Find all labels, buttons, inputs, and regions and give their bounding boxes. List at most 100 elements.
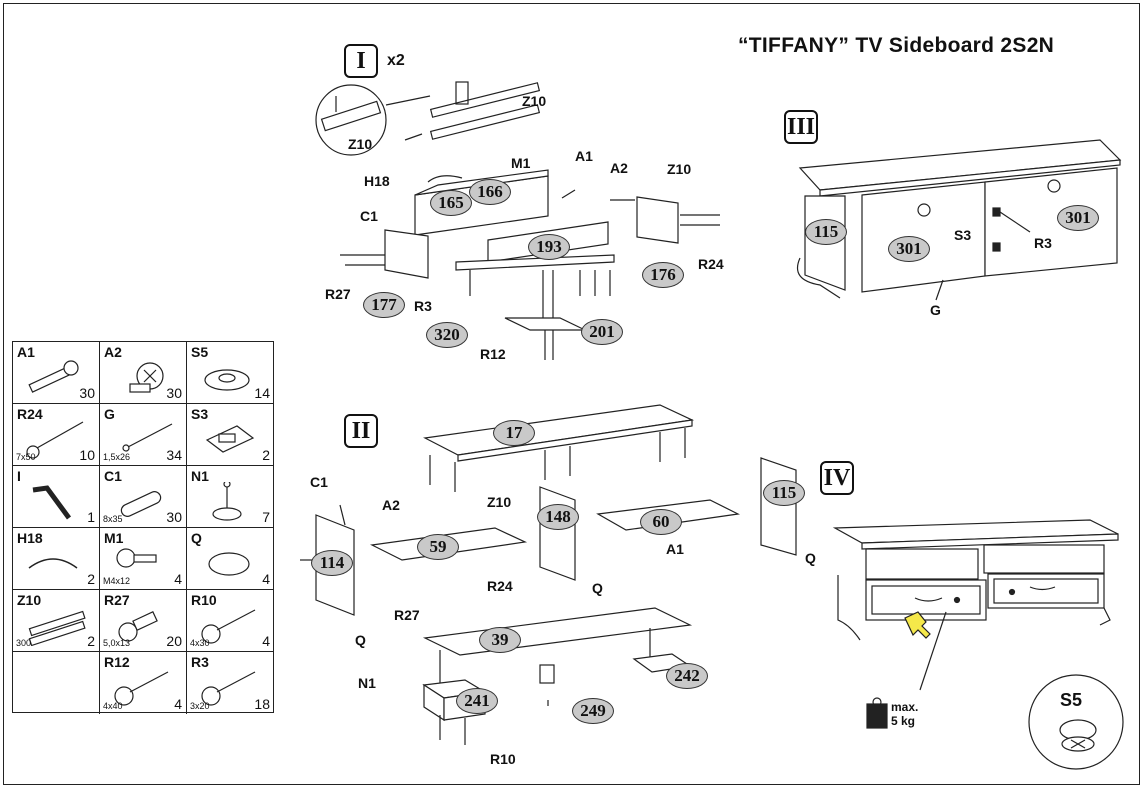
part-number: 114 (311, 550, 353, 576)
label-r24: R24 (487, 578, 513, 594)
detail-label-s5: S5 (1060, 690, 1083, 710)
step-1-multiplier: x2 (387, 52, 405, 69)
screw-icon (201, 671, 256, 706)
label-r24: R24 (698, 256, 724, 272)
part-code: A1 (17, 344, 35, 360)
part-qty: 4 (174, 571, 182, 587)
part-number: 115 (763, 480, 805, 506)
part-cell-empty (13, 652, 100, 714)
part-code: Z10 (17, 592, 42, 608)
glide-foot-icon (212, 482, 242, 521)
handle-icon (28, 558, 78, 569)
label-r3: R3 (1034, 235, 1052, 251)
part-qty: 4 (174, 696, 182, 712)
drawer-runner-icon (28, 610, 86, 646)
part-size: M4x12 (103, 576, 131, 586)
part-code: A2 (104, 344, 122, 360)
handle-screw-icon (116, 548, 157, 568)
part-code: C1 (104, 468, 122, 484)
bumper-pad-icon (204, 369, 250, 391)
part-code: Q (191, 530, 202, 546)
part-code: M1 (104, 530, 124, 546)
part-number: 165 (430, 190, 472, 216)
part-number: 301 (888, 236, 930, 262)
part-size: 7x50 (16, 452, 36, 462)
label-a1: A1 (666, 541, 684, 557)
part-number: 242 (666, 663, 708, 689)
part-qty: 30 (166, 509, 182, 525)
part-code: R12 (104, 654, 130, 670)
label-g: G (930, 302, 941, 318)
label-q: Q (805, 550, 816, 566)
part-number: 148 (537, 504, 579, 530)
screw-icon (201, 609, 256, 644)
step-2-marker: II (344, 414, 378, 448)
part-code: H18 (17, 530, 43, 546)
nail-icon (122, 423, 173, 452)
part-qty: 10 (79, 447, 95, 463)
part-number: 60 (640, 509, 682, 535)
part-number: 39 (479, 627, 521, 653)
part-number: 177 (363, 292, 405, 318)
part-cell-r12: R12 4 4x40 (100, 652, 187, 714)
part-qty: 4 (262, 571, 270, 587)
load-label-line1: max. (891, 700, 919, 714)
label-a2: A2 (382, 497, 400, 513)
part-cell-c1: C1 30 8x35 (100, 466, 187, 528)
part-cell-r24: R24 10 7x50 (13, 404, 100, 466)
part-size: 8x35 (103, 514, 123, 524)
part-qty: 4 (262, 633, 270, 649)
long-screw-icon (26, 421, 84, 459)
part-qty: 30 (79, 385, 95, 401)
part-code: R3 (191, 654, 209, 670)
part-number: 320 (426, 322, 468, 348)
part-number: 241 (456, 688, 498, 714)
part-number: 59 (417, 534, 459, 560)
label-z10-c: Z10 (667, 161, 692, 177)
part-code: S5 (191, 344, 209, 360)
label-c1: C1 (310, 474, 328, 490)
label-z10: Z10 (487, 494, 512, 510)
label-r10: R10 (490, 751, 516, 767)
part-code: R10 (191, 592, 217, 608)
hinge-plate-icon (205, 425, 255, 453)
part-code: S3 (191, 406, 209, 422)
part-code: R24 (17, 406, 43, 422)
part-number: 176 (642, 262, 684, 288)
eccentric-bolt-icon (28, 360, 79, 393)
short-screw-icon (118, 611, 158, 642)
part-qty: 1 (87, 509, 95, 525)
part-size: 4x40 (103, 701, 123, 711)
allen-key-icon (32, 485, 72, 520)
part-number: 301 (1057, 205, 1099, 231)
part-number: 166 (469, 179, 511, 205)
label-r12: R12 (480, 346, 506, 362)
page-title: “TIFFANY” TV Sideboard 2S2N (738, 34, 1055, 57)
step-1-marker: I (344, 44, 378, 78)
label-s3: S3 (954, 227, 972, 243)
page-frame (3, 3, 1140, 785)
label-a1: A1 (575, 148, 593, 164)
label-h18: H18 (364, 173, 390, 189)
part-qty: 18 (254, 696, 270, 712)
part-code: N1 (191, 468, 209, 484)
part-qty: 20 (166, 633, 182, 649)
label-z10-b: Z10 (522, 93, 547, 109)
part-qty: 2 (87, 633, 95, 649)
label-a2: A2 (610, 160, 628, 176)
load-label-line2: 5 kg (891, 714, 916, 728)
step-4-marker: IV (820, 461, 854, 495)
